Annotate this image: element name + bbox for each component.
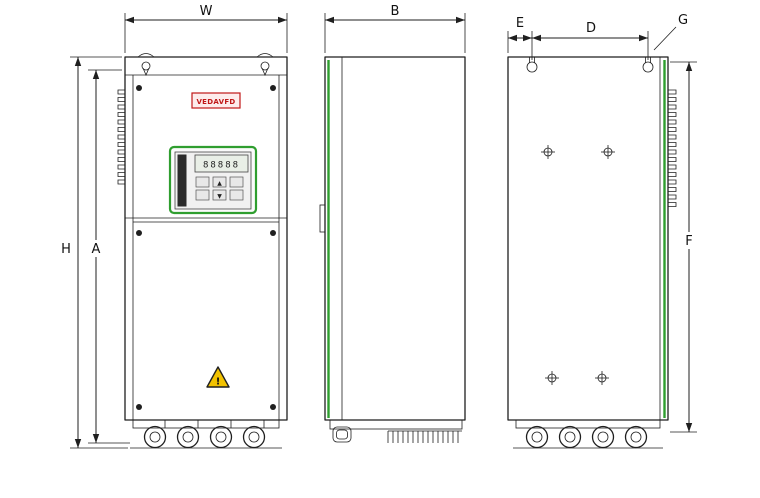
side-bottom-housing (329, 419, 463, 430)
keypad-protrusion (319, 204, 326, 233)
dim-label-f: F (685, 234, 692, 249)
keypad-button-down (212, 189, 227, 201)
cable-gland (209, 425, 233, 449)
front-bottom (130, 419, 282, 449)
dim-leader-G (653, 26, 677, 51)
screw (136, 404, 142, 410)
dim-label-d: D (586, 21, 596, 36)
back-view (507, 56, 677, 449)
cable-gland (591, 425, 615, 449)
warning-icon: ! (206, 366, 230, 388)
heatsink-fins-left (117, 89, 126, 185)
keyhole-slot-left (141, 61, 151, 71)
dimensions: W B H A E D G F (61, 4, 697, 449)
keypad-button (195, 176, 210, 188)
down-arrow-icon: ▼ (217, 193, 222, 200)
cable-gland (143, 425, 167, 449)
keypad-button (195, 189, 210, 201)
bottom-bracket (515, 419, 661, 429)
bottom-bracket (132, 419, 280, 429)
front-screws (136, 85, 276, 410)
dim-label-e: E (516, 16, 524, 31)
dim-label-a: A (92, 242, 101, 257)
screw (270, 404, 276, 410)
keypad: 88888 ▲ ▼ (168, 145, 258, 215)
keypad-button (229, 189, 244, 201)
warning-triangle (206, 366, 230, 388)
keypad-button (229, 176, 244, 188)
mount-holes (541, 145, 615, 385)
screw (136, 230, 142, 236)
display-digits: 88888 (203, 161, 240, 171)
screw (270, 230, 276, 236)
dim-label-g: G (678, 13, 688, 28)
mount-keyhole-left (526, 61, 538, 73)
seven-segment-display (194, 154, 249, 173)
up-arrow-icon: ▲ (217, 180, 222, 187)
logo-text: VEDAVFD (196, 98, 235, 106)
side-body-outline (324, 56, 466, 421)
cable-gland (558, 425, 582, 449)
keypad-button-up (212, 176, 227, 188)
cable-gland (242, 425, 266, 449)
warning-exclamation: ! (216, 377, 221, 388)
cable-gland (624, 425, 648, 449)
gland-side-profile (332, 426, 352, 443)
cable-gland (525, 425, 549, 449)
cable-gland (176, 425, 200, 449)
heatsink-fins-right (667, 89, 677, 207)
screw (270, 85, 276, 91)
back-bottom (513, 419, 663, 449)
terminal-comb (387, 430, 462, 443)
logo-badge (191, 92, 241, 109)
front-body-outline (124, 56, 288, 421)
mount-keyhole-right (642, 61, 654, 73)
dim-label-h: H (61, 242, 71, 257)
dim-label-b: B (391, 4, 400, 19)
top-mounting-tabs (137, 53, 274, 58)
side-view (319, 56, 466, 443)
screw (136, 85, 142, 91)
back-body-outline (507, 56, 669, 421)
front-view: VEDAVFD 88888 ▲ ▼ ! (117, 53, 288, 449)
keypad-side-strip (177, 154, 187, 207)
dim-label-w: W (200, 4, 213, 19)
keyhole-slot-right (260, 61, 270, 71)
brand-logo: VEDAVFD (191, 92, 241, 109)
